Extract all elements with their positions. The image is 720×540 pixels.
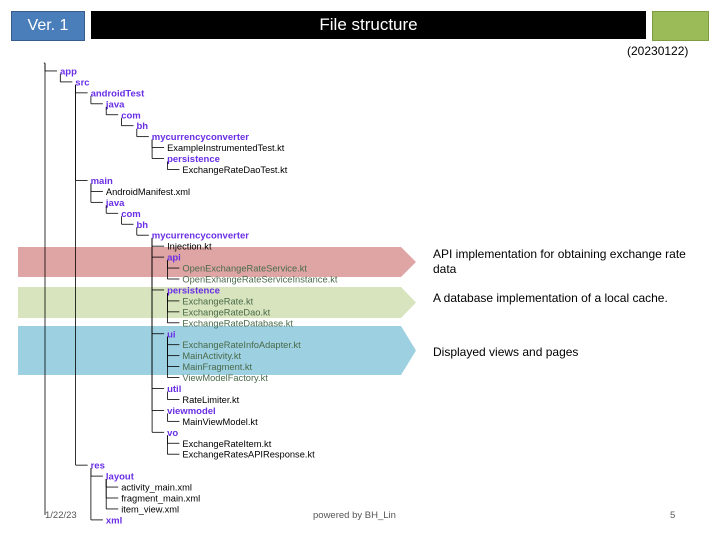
- tree-folder-label: bh: [137, 121, 149, 132]
- tree-file-label: ExchangeRateDatabase.kt: [182, 318, 293, 328]
- tree-folder-label: main: [91, 176, 113, 187]
- persistence-band-shape: [18, 287, 416, 318]
- tree-file-label: ViewModelFactory.kt: [182, 373, 268, 383]
- tree-file-label: MainViewModel.kt: [182, 417, 258, 427]
- tree-folder-label: bh: [137, 220, 149, 231]
- footer-date: 1/22/23: [45, 510, 77, 521]
- tree-folder-label: androidTest: [91, 88, 145, 99]
- tree-folder-label: ui: [167, 329, 175, 340]
- tree-file-label: ExchangeRateDao.kt: [182, 307, 270, 317]
- tree-file-label: AndroidManifest.xml: [106, 187, 190, 197]
- page-title: File structure: [91, 11, 646, 39]
- tree-file-label: item_view.xml: [121, 504, 179, 514]
- tree-folder-label: viewmodel: [167, 406, 216, 417]
- tree-folder-label: app: [60, 66, 77, 77]
- tree-file-label: ExchangeRatesAPIResponse.kt: [182, 450, 315, 460]
- api-band-shape: [18, 247, 416, 277]
- persistence-highlight-band: [18, 287, 416, 318]
- tree-file-label: ExchangeRate.kt: [182, 296, 253, 306]
- version-label: Ver. 1: [11, 11, 85, 41]
- tree-folder-label: api: [167, 253, 181, 264]
- tree-folder-label: xml: [106, 515, 122, 526]
- ui-band-shape: [18, 326, 416, 375]
- tree-file-label: activity_main.xml: [121, 483, 192, 493]
- tree-folder-label: com: [121, 110, 141, 121]
- tree-folder-label: src: [75, 77, 89, 88]
- tree-folder-label: vo: [167, 428, 178, 439]
- tree-folder-label: mycurrencyconverter: [152, 231, 249, 242]
- tree-file-label: MainActivity.kt: [182, 351, 241, 361]
- tree-file-label: fragment_main.xml: [121, 494, 200, 504]
- decorative-box: [652, 11, 709, 41]
- tree-folder-label: java: [105, 198, 125, 209]
- tree-folder-label: mycurrencyconverter: [152, 132, 249, 143]
- page-number: 5: [670, 510, 676, 521]
- tree-file-label: Injection.kt: [167, 242, 212, 252]
- persistence-annotation: A database implementation of a local cac…: [433, 291, 668, 305]
- tree-folder-label: persistence: [167, 154, 220, 165]
- tree-file-label: OpenExhangeRateServiceInstance.kt: [182, 275, 337, 285]
- tree-file-label: MainFragment.kt: [182, 362, 252, 372]
- footer-credit: powered by BH_Lin: [313, 510, 396, 521]
- tree-file-label: ExchangeRateItem.kt: [182, 439, 271, 449]
- tree-folder-label: util: [167, 384, 181, 395]
- tree-file-label: .: [43, 56, 46, 66]
- tree-file-label: ExchangeRateInfoAdapter.kt: [182, 340, 301, 350]
- tree-folder-label: java: [105, 99, 125, 110]
- tree-folder-label: com: [121, 209, 141, 220]
- api-highlight-band: [18, 247, 416, 277]
- tree-file-label: ExampleInstrumentedTest.kt: [167, 143, 285, 153]
- tree-file-label: RateLimiter.kt: [182, 395, 239, 405]
- tree-file-label: OpenExchangeRateService.kt: [182, 264, 307, 274]
- tree-folder-label: res: [91, 461, 105, 472]
- date-label: (20230122): [627, 44, 689, 58]
- api-annotation: API implementation for obtaining exchang…: [433, 247, 686, 276]
- tree-file-label: ExchangeRateDaoTest.kt: [182, 165, 287, 175]
- ui-highlight-band: [18, 326, 416, 375]
- ui-annotation: Displayed views and pages: [433, 345, 579, 359]
- tree-folder-label: layout: [106, 472, 135, 483]
- tree-folder-label: persistence: [167, 285, 220, 296]
